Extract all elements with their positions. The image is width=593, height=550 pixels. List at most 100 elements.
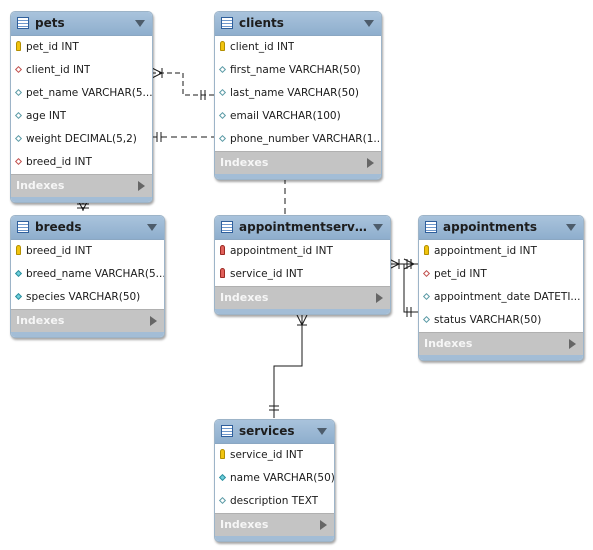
column-icon — [422, 315, 431, 324]
table-header[interactable]: appointments — [419, 216, 583, 240]
column-label: species VARCHAR(50) — [26, 291, 141, 303]
table-header[interactable]: breeds — [11, 216, 164, 240]
table-breeds[interactable]: breeds breed_id INT breed_name VARCHAR(5… — [10, 215, 165, 338]
table-pets[interactable]: pets pet_id INT client_id INT pet_name V… — [10, 11, 153, 203]
chevron-down-icon[interactable] — [317, 428, 327, 435]
column-row[interactable]: breed_id INT — [11, 240, 164, 263]
chevron-down-icon[interactable] — [566, 224, 576, 231]
not-null-icon — [14, 292, 23, 301]
table-appointmentservices[interactable]: appointmentservic... appointment_id INT … — [214, 215, 391, 315]
column-icon — [218, 88, 227, 97]
foreign-key-icon — [422, 269, 431, 278]
column-row[interactable]: appointment_date DATETI... — [419, 286, 583, 309]
indexes-label: Indexes — [424, 337, 473, 350]
column-row[interactable]: last_name VARCHAR(50) — [215, 82, 381, 105]
indexes-bar[interactable]: Indexes — [11, 174, 152, 197]
table-name: appointments — [443, 220, 537, 234]
indexes-bar[interactable]: Indexes — [215, 151, 381, 174]
primary-foreign-key-icon — [220, 268, 225, 278]
primary-key-icon — [424, 245, 429, 255]
column-row[interactable]: phone_number VARCHAR(1... — [215, 128, 381, 151]
table-footer — [215, 309, 390, 314]
column-label: appointment_id INT — [434, 245, 537, 257]
table-header[interactable]: pets — [11, 12, 152, 36]
column-label: service_id INT — [230, 449, 304, 461]
not-null-icon — [218, 473, 227, 482]
primary-key-icon — [220, 449, 225, 459]
table-header[interactable]: clients — [215, 12, 381, 36]
column-label: age INT — [26, 110, 67, 122]
indexes-label: Indexes — [16, 179, 65, 192]
primary-key-icon — [16, 245, 21, 255]
table-footer — [215, 174, 381, 179]
table-icon — [17, 221, 29, 233]
table-clients[interactable]: clients client_id INT first_name VARCHAR… — [214, 11, 382, 180]
expand-arrow-icon[interactable] — [138, 181, 145, 191]
column-label: client_id INT — [26, 64, 91, 76]
column-row[interactable]: breed_name VARCHAR(5... — [11, 263, 164, 286]
table-header[interactable]: appointmentservic... — [215, 216, 390, 240]
column-label: name VARCHAR(50) — [230, 472, 335, 484]
relationship-appointments-appointmentservices[interactable] — [388, 258, 418, 317]
table-services[interactable]: services service_id INT name VARCHAR(50)… — [214, 419, 335, 542]
column-row[interactable]: age INT — [11, 105, 152, 128]
indexes-bar[interactable]: Indexes — [11, 309, 164, 332]
column-icon — [14, 111, 23, 120]
chevron-down-icon[interactable] — [147, 224, 157, 231]
foreign-key-icon — [14, 157, 23, 166]
column-label: status VARCHAR(50) — [434, 314, 542, 326]
expand-arrow-icon[interactable] — [150, 316, 157, 326]
column-row[interactable]: species VARCHAR(50) — [11, 286, 164, 309]
column-icon — [14, 134, 23, 143]
chevron-down-icon[interactable] — [364, 20, 374, 27]
column-label: weight DECIMAL(5,2) — [26, 133, 137, 145]
column-row[interactable]: appointment_id INT — [215, 240, 390, 263]
column-row[interactable]: appointment_id INT — [419, 240, 583, 263]
table-header[interactable]: services — [215, 420, 334, 444]
column-label: description TEXT — [230, 495, 319, 507]
column-label: pet_name VARCHAR(5... — [26, 87, 153, 99]
column-row[interactable]: status VARCHAR(50) — [419, 309, 583, 332]
table-name: services — [239, 424, 295, 438]
table-footer — [11, 197, 152, 202]
column-row[interactable]: client_id INT — [11, 59, 152, 82]
column-label: first_name VARCHAR(50) — [230, 64, 361, 76]
column-icon — [422, 292, 431, 301]
table-icon — [17, 17, 29, 29]
indexes-bar[interactable]: Indexes — [215, 286, 390, 309]
chevron-down-icon[interactable] — [135, 20, 145, 27]
column-row[interactable]: breed_id INT — [11, 151, 152, 174]
relationship-pets-breeds[interactable] — [151, 132, 214, 142]
column-label: appointment_id INT — [230, 245, 333, 257]
table-icon — [221, 425, 233, 437]
column-row[interactable]: name VARCHAR(50) — [215, 467, 334, 490]
not-null-icon — [14, 269, 23, 278]
indexes-bar[interactable]: Indexes — [419, 332, 583, 355]
indexes-label: Indexes — [220, 156, 269, 169]
expand-arrow-icon[interactable] — [376, 293, 383, 303]
indexes-label: Indexes — [220, 518, 269, 531]
indexes-bar[interactable]: Indexes — [215, 513, 334, 536]
column-row[interactable]: weight DECIMAL(5,2) — [11, 128, 152, 151]
relationship-pets-clients[interactable] — [151, 67, 214, 100]
column-icon — [218, 496, 227, 505]
chevron-down-icon[interactable] — [373, 224, 383, 231]
expand-arrow-icon[interactable] — [320, 520, 327, 530]
primary-key-icon — [16, 41, 21, 51]
column-row[interactable]: first_name VARCHAR(50) — [215, 59, 381, 82]
column-row[interactable]: email VARCHAR(100) — [215, 105, 381, 128]
primary-foreign-key-icon — [220, 245, 225, 255]
relationship-services-appointmentservices[interactable] — [269, 314, 308, 418]
column-row[interactable]: service_id INT — [215, 444, 334, 467]
column-icon — [218, 111, 227, 120]
column-row[interactable]: pet_id INT — [419, 263, 583, 286]
expand-arrow-icon[interactable] — [367, 158, 374, 168]
table-appointments[interactable]: appointments appointment_id INT pet_id I… — [418, 215, 584, 361]
column-row[interactable]: pet_id INT — [11, 36, 152, 59]
column-row[interactable]: pet_name VARCHAR(5... — [11, 82, 152, 105]
column-row[interactable]: client_id INT — [215, 36, 381, 59]
column-row[interactable]: service_id INT — [215, 263, 390, 286]
expand-arrow-icon[interactable] — [569, 339, 576, 349]
column-row[interactable]: description TEXT — [215, 490, 334, 513]
table-footer — [11, 332, 164, 337]
